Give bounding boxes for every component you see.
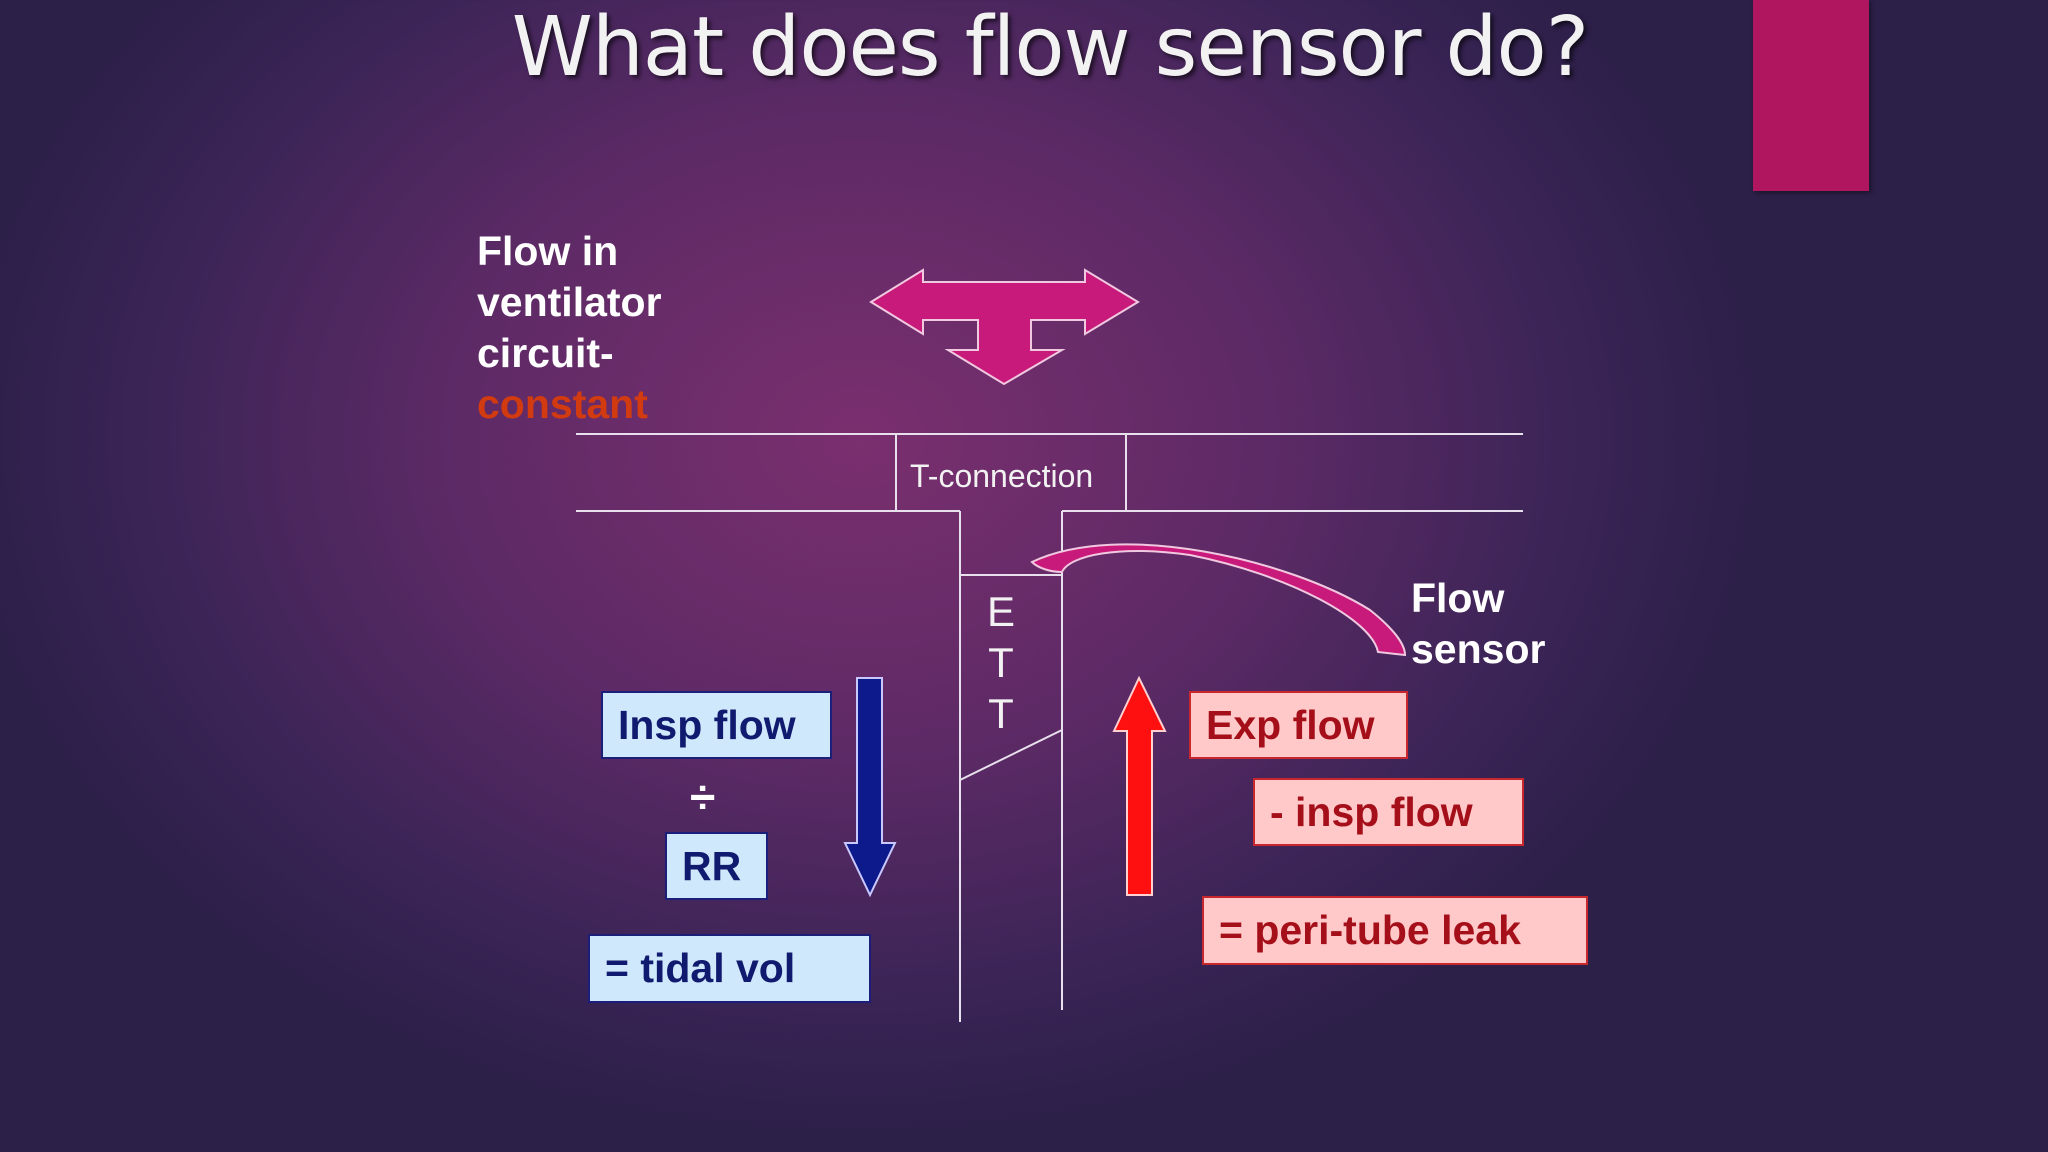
flow-sensor-label-line-2: sensor bbox=[1411, 626, 1546, 672]
ett-letter-2: T bbox=[988, 639, 1014, 686]
expiration-arrow-icon bbox=[1112, 675, 1167, 896]
divide-symbol: ÷ bbox=[690, 771, 716, 823]
t-connection-label: T-connection bbox=[910, 458, 1094, 494]
flow-sensor-label: Flow sensor bbox=[1411, 573, 1545, 675]
ett-bevel-line bbox=[959, 729, 1063, 781]
circuit-label-highlight: constant bbox=[477, 381, 648, 427]
ett-letter-1: E bbox=[986, 588, 1015, 635]
tee-arrow-icon bbox=[869, 268, 1140, 386]
rr-box: RR bbox=[665, 832, 768, 900]
circuit-label-line-2: ventilator bbox=[477, 279, 662, 325]
slide-title: What does flow sensor do? bbox=[511, 0, 1589, 95]
circuit-flow-label: Flow in ventilator circuit- constant bbox=[477, 226, 662, 430]
accent-bar bbox=[1753, 0, 1869, 191]
inspiration-arrow-icon bbox=[843, 677, 897, 898]
circuit-label-line-1: Flow in bbox=[477, 228, 619, 274]
ett-letter-3: T bbox=[988, 690, 1014, 737]
tidal-vol-box: = tidal vol bbox=[588, 934, 871, 1003]
ett-label: E T T bbox=[986, 586, 1016, 739]
minus-insp-flow-box: - insp flow bbox=[1253, 778, 1524, 846]
peri-tube-leak-box: = peri-tube leak bbox=[1202, 896, 1588, 965]
flow-sensor-pointer-icon bbox=[1030, 543, 1407, 657]
insp-flow-box: Insp flow bbox=[601, 691, 832, 759]
exp-flow-box: Exp flow bbox=[1189, 691, 1408, 759]
circuit-label-line-3: circuit- bbox=[477, 330, 614, 376]
flow-sensor-label-line-1: Flow bbox=[1411, 575, 1505, 621]
